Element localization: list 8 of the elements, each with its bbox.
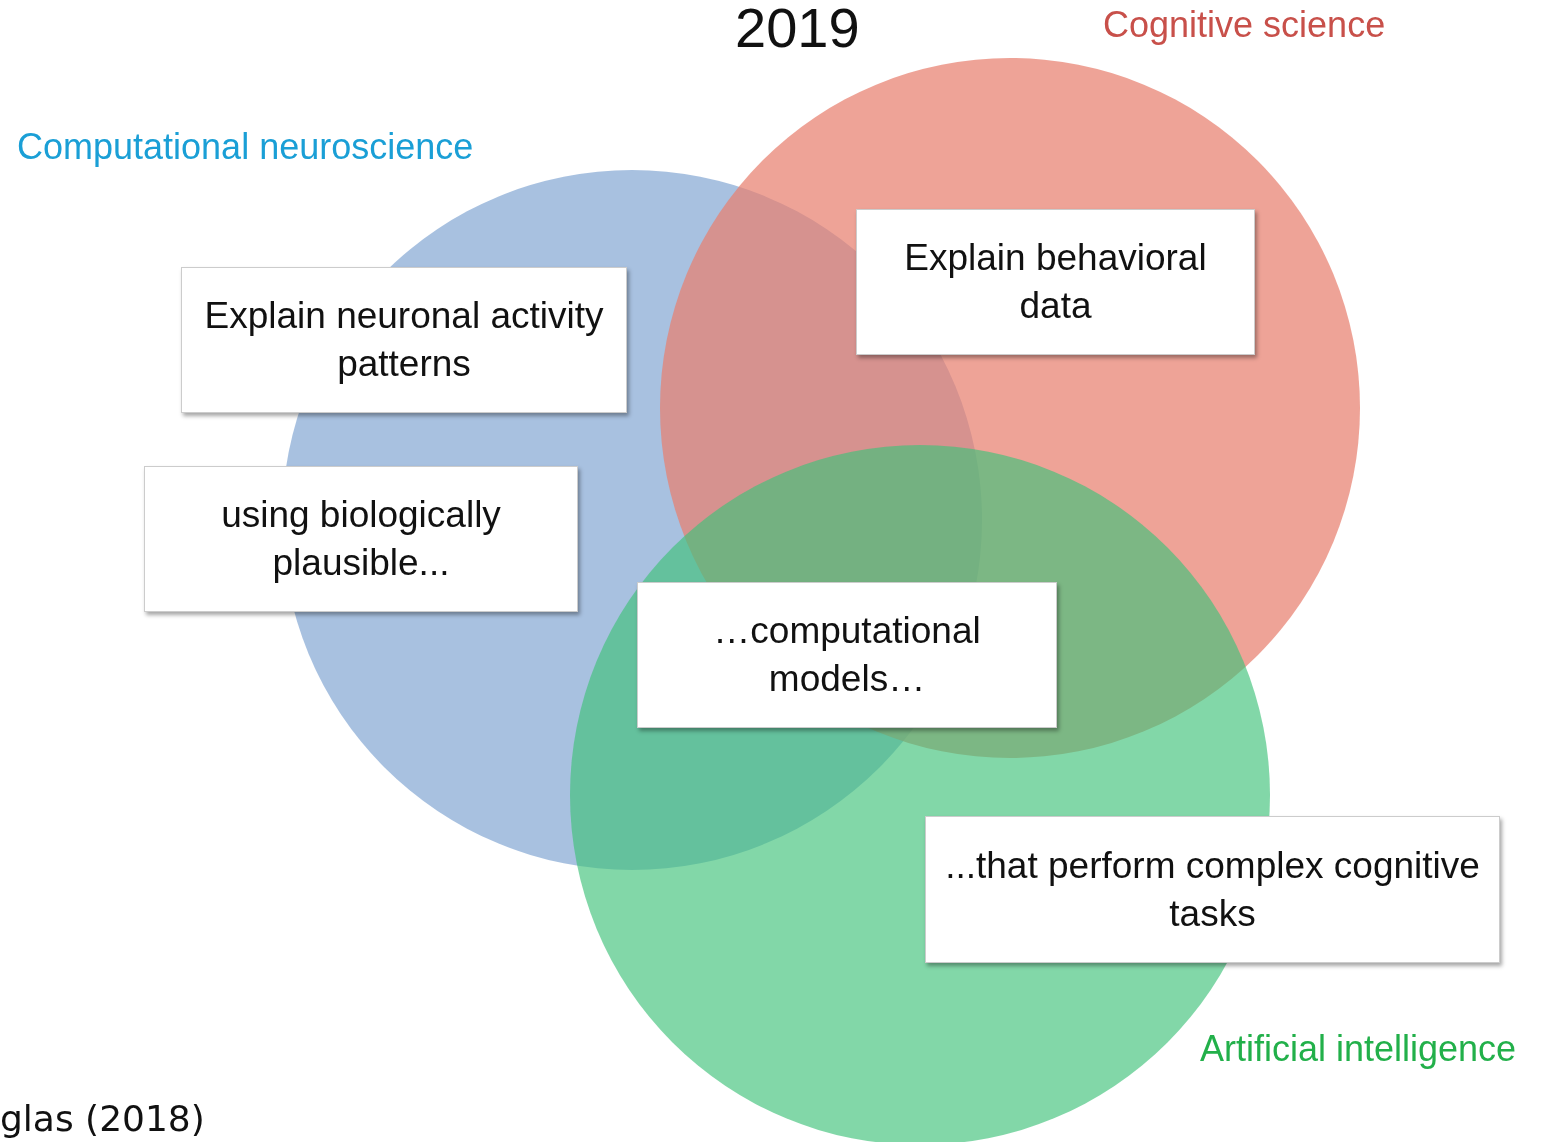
circle-heading: Computational neuroscience (17, 126, 474, 168)
circle-heading: Artificial intelligence (1200, 1028, 1517, 1070)
circle-heading: Cognitive science (1103, 4, 1386, 46)
text-box: ...that perform complex cognitive tasks (925, 816, 1500, 963)
year-label: 2019 (735, 0, 860, 61)
citation-text: glas (2018) (0, 1098, 205, 1140)
text-box: Explain neuronal activity patterns (181, 267, 627, 413)
text-box: using biologically plausible... (144, 466, 578, 612)
